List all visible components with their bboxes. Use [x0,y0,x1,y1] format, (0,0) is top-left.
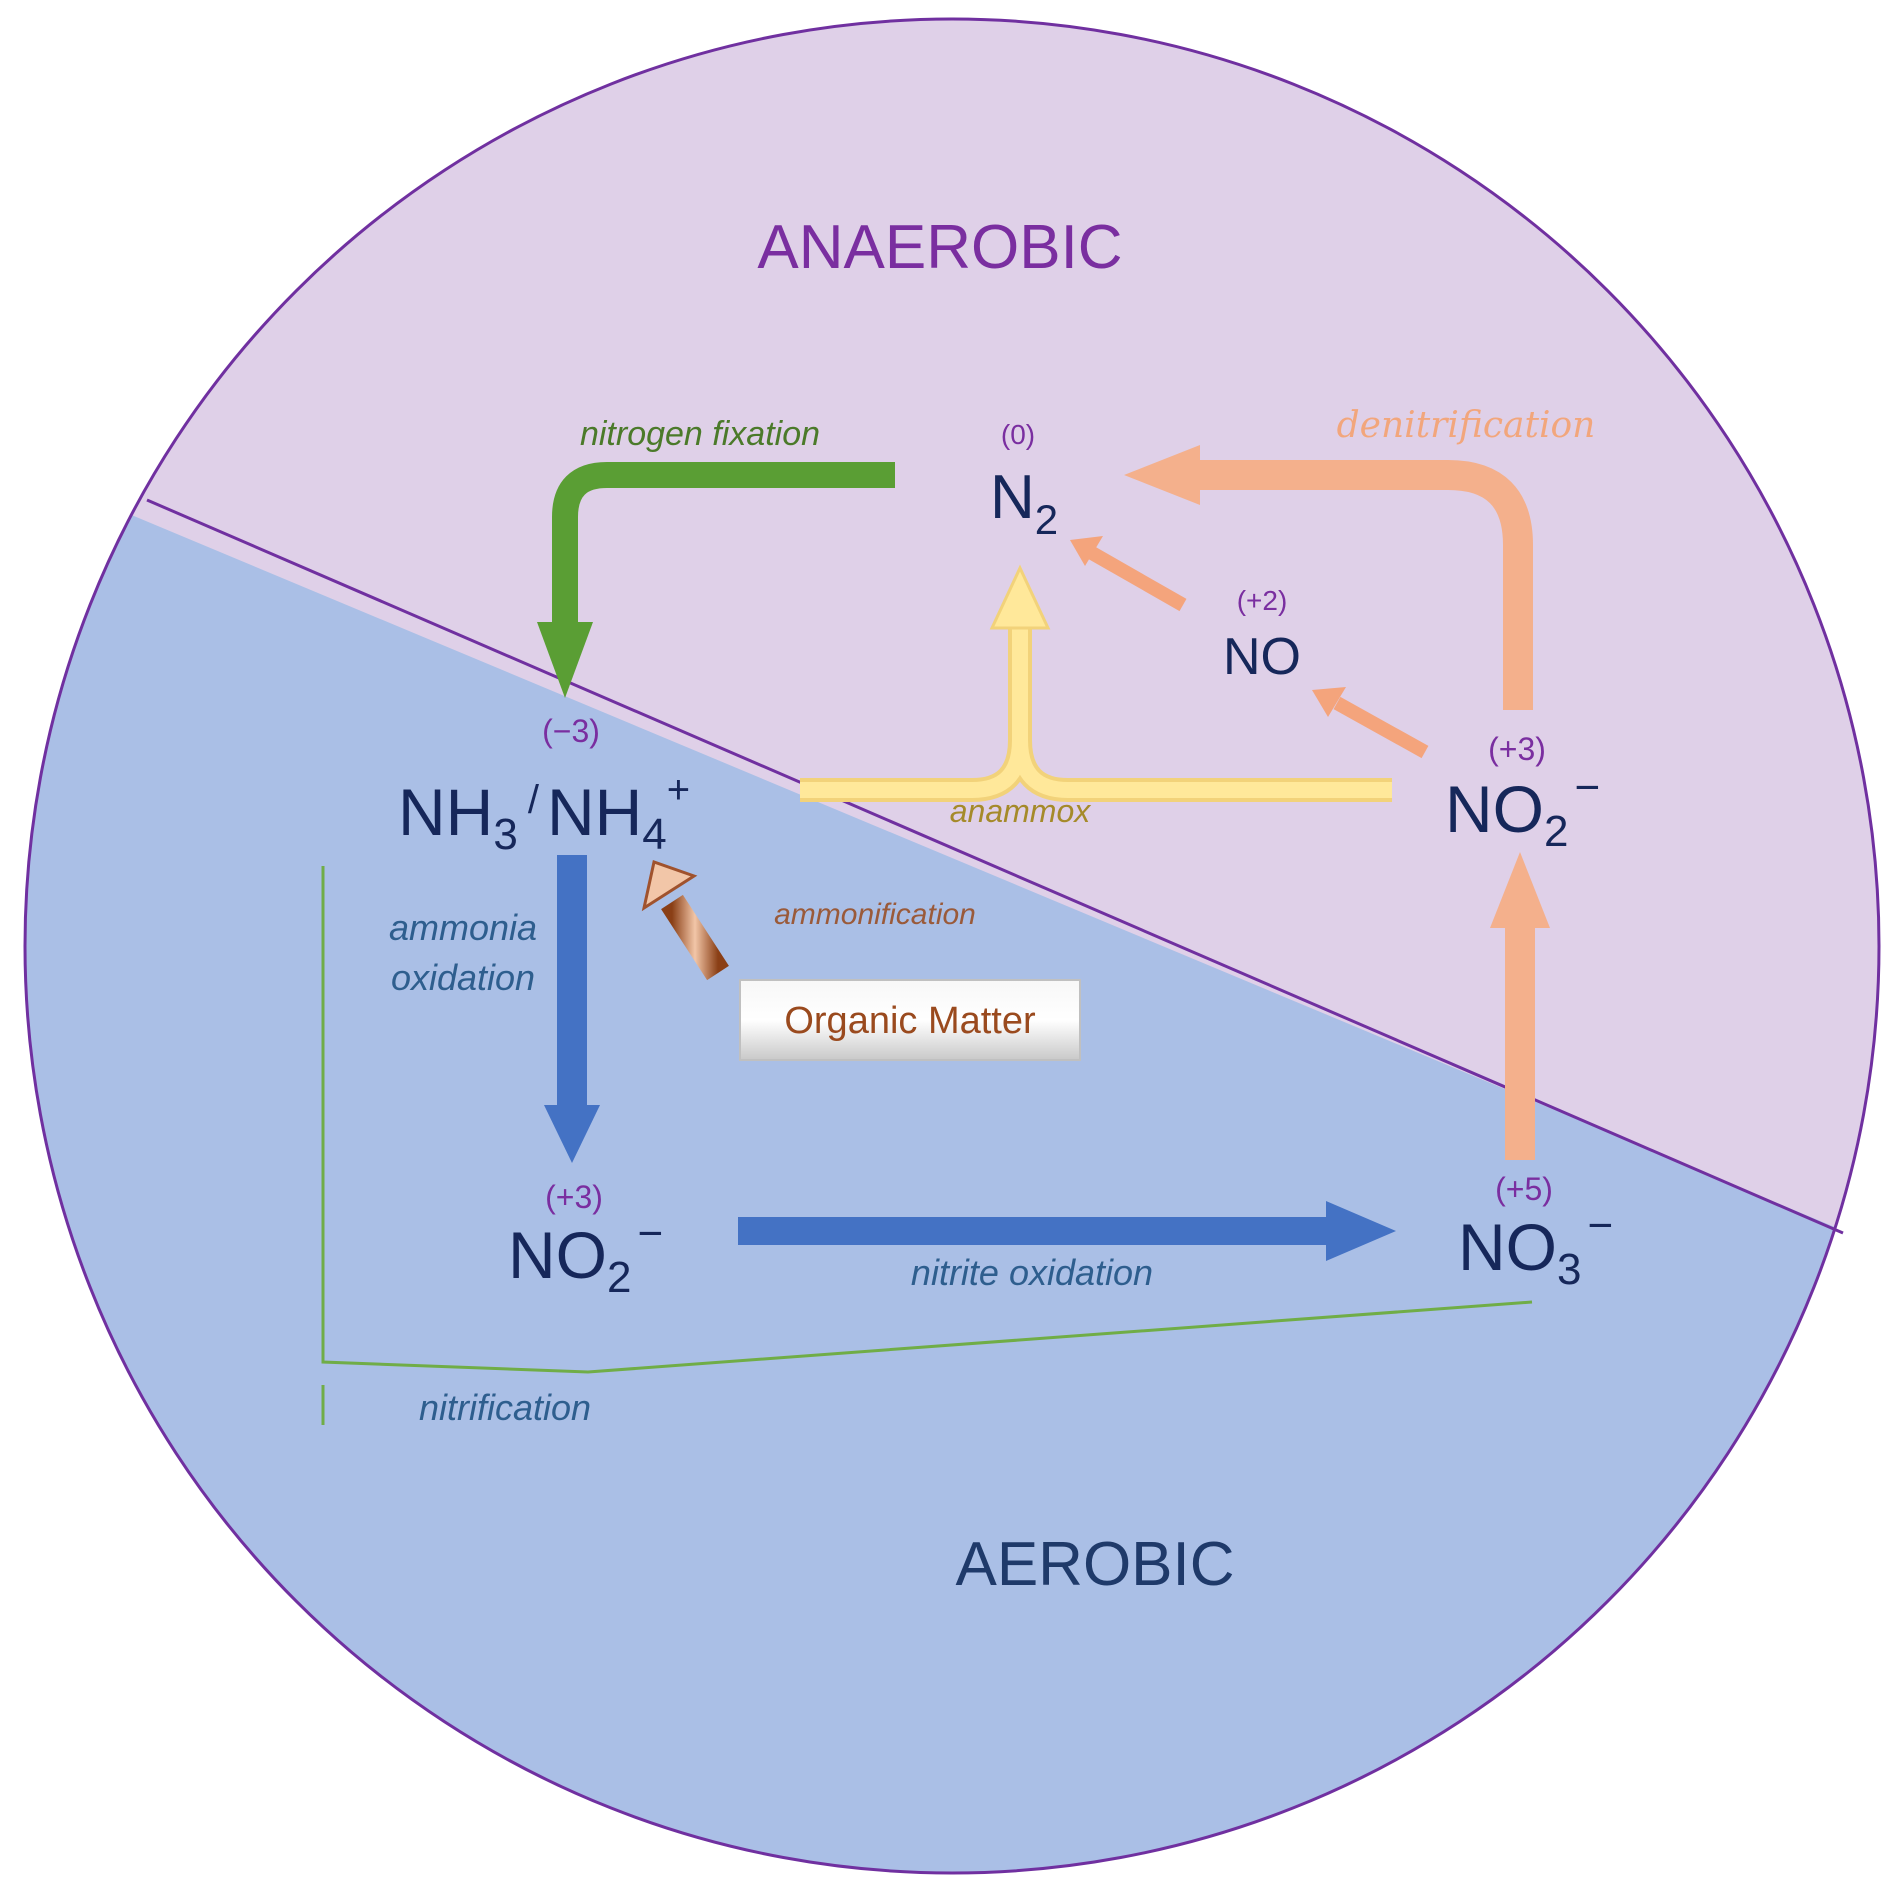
species-no: NO [1223,628,1301,686]
ammonia-oxidation-arrow [544,855,600,1163]
ox-state-no3: (+5) [1495,1171,1553,1207]
ammonification-arrow [641,860,729,981]
species-no3: NO3− [1458,1201,1613,1294]
organic-matter-box: Organic Matter [739,979,1081,1061]
no2-to-no-arrow [1312,687,1429,759]
label-denitrification: denitrification [1337,405,1596,446]
anammox-arrow [800,564,1392,802]
nitrogen-fixation-arrow [537,462,895,698]
anaerobic-label: ANAEROBIC [757,213,1122,282]
anaerobic-zone [25,19,1879,1256]
label-ammonia-oxidation-line2: oxidation [391,957,535,998]
label-nitrite-oxidation: nitrite oxidation [911,1252,1153,1293]
denitrification-arrow [1124,445,1533,710]
label-ammonification: ammonification [774,898,976,931]
label-anammox: anammox [950,793,1092,829]
ox-state-n2: (0) [1001,419,1035,450]
no-to-n2-arrow [1070,536,1187,612]
ox-state-no2-right: (+3) [1488,731,1546,767]
circle-outline [23,17,1881,1875]
ox-state-no2-left: (+3) [545,1179,603,1215]
species-n2: N2 [990,463,1058,543]
organic-matter-label: Organic Matter [784,1000,1036,1042]
label-ammonia-oxidation-line1: ammonia [389,907,537,948]
species-no2-right: NO2− [1445,763,1600,856]
label-nitrogen-fixation: nitrogen fixation [580,415,820,453]
aerobic-label: AEROBIC [955,1530,1234,1599]
species-no2-left: NO2− [508,1209,663,1302]
ox-state-no: (+2) [1237,585,1288,616]
zone-boundary-line [146,498,1844,1235]
ox-state-nh: (−3) [542,713,600,749]
nitrite-oxidation-arrow [738,1201,1396,1261]
species-nh3-nh4: NH3/NH4+ [398,768,690,859]
nitrate-reduction-arrow [1490,852,1550,1160]
label-nitrification: nitrification [419,1387,591,1428]
nitrification-bracket [321,866,1533,1374]
